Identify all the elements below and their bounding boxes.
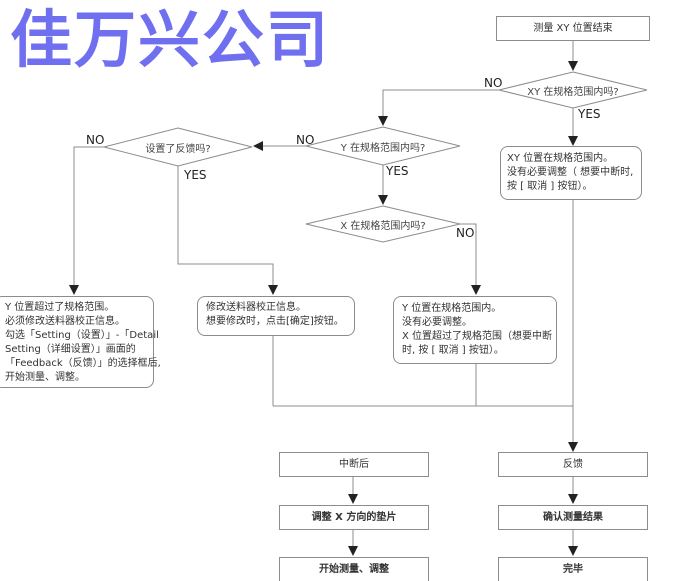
- feedback-box: 反馈: [498, 452, 648, 477]
- label-no-feedback: NO: [86, 133, 105, 147]
- connector: [69, 146, 104, 295]
- start-box: 测量 XY 位置结束: [496, 16, 650, 41]
- y-out-line: 勾选「Setting（设置）」-「Detail: [5, 330, 159, 341]
- connector: [378, 89, 499, 126]
- start-measure-box: 开始测量、调整: [279, 557, 429, 581]
- label-yes-y: YES: [386, 164, 409, 178]
- modify-line: 想要修改时，点击[确定]按钮。: [206, 316, 344, 327]
- y-out-line: 开始测量、调整。: [5, 372, 85, 383]
- x-out-line: X 位置超过了规格范围（想要中断: [402, 331, 553, 342]
- x-out-line: 时, 按 [ 取消 ] 按钮）。: [402, 345, 504, 356]
- x-out-box: Y 位置在规格范围内。 没有必要调整。 X 位置超过了规格范围（想要中断 时, …: [393, 296, 557, 364]
- decision-y-text: Y 在规格范围内吗?: [340, 143, 426, 154]
- modify-line: 修改送料器校正信息。: [206, 302, 306, 313]
- label-no-xy: NO: [484, 76, 503, 90]
- xy-ok-line: XY 位置在规格范围内。: [507, 153, 614, 164]
- y-out-line: 「Feedback（反馈）」的选择框后,: [5, 358, 161, 369]
- decision-x-shape: [305, 205, 461, 243]
- label-yes-xy: YES: [578, 107, 601, 121]
- xy-ok-box: XY 位置在规格范围内。 没有必要调整（ 想要中断时, 按 [ 取消 ] 按钮）…: [500, 146, 642, 200]
- y-out-line: Y 位置超过了规格范围。: [5, 302, 115, 313]
- label-yes-feedback: YES: [184, 168, 207, 182]
- x-out-line: 没有必要调整。: [402, 317, 472, 328]
- y-out-box: Y 位置超过了规格范围。 必须修改送料器校正信息。 勾选「Setting（设置）…: [0, 296, 161, 388]
- adjust-shim-box: 调整 X 方向的垫片: [279, 505, 429, 530]
- modify-box: 修改送料器校正信息。 想要修改时，点击[确定]按钮。: [197, 296, 355, 336]
- decision-xy-text: XY 在规格范围内吗?: [527, 87, 619, 98]
- xy-ok-line: 没有必要调整（ 想要中断时,: [507, 167, 634, 178]
- x-out-line: Y 位置在规格范围内。: [402, 303, 502, 314]
- connector: [460, 223, 481, 295]
- decision-feedback-text: 设置了反馈吗?: [145, 144, 211, 155]
- interrupt-box: 中断后: [279, 452, 429, 477]
- xy-ok-line: 按 [ 取消 ] 按钮）。: [507, 181, 593, 192]
- confirm-box: 确认测量结果: [498, 505, 648, 530]
- connector: [177, 166, 278, 295]
- done-box: 完毕: [498, 557, 648, 581]
- y-out-line: Setting（详细设置）」画面的: [5, 344, 136, 355]
- y-out-line: 必须修改送料器校正信息。: [5, 316, 125, 327]
- label-no-y: NO: [296, 133, 315, 147]
- decision-x-text: X 在规格范围内吗?: [340, 221, 426, 232]
- company-logo: 佳万兴公司: [10, 3, 331, 76]
- label-no-x: NO: [456, 226, 475, 240]
